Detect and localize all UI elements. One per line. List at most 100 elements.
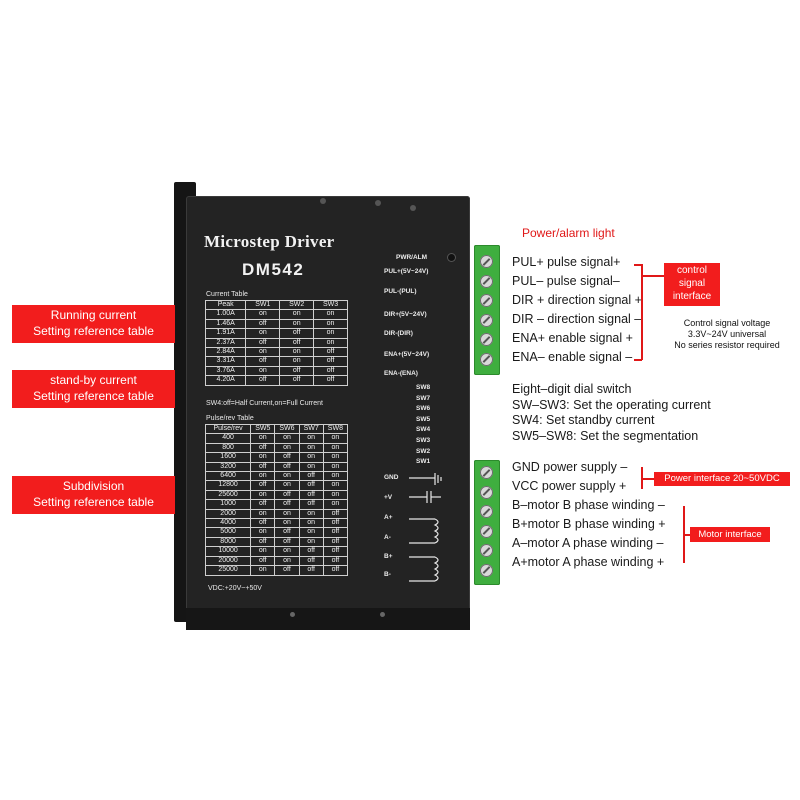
- pulse-table-cell: off: [250, 461, 276, 473]
- terminal-screw: [480, 505, 493, 518]
- motor-annotation: A+motor A phase winding +: [512, 555, 665, 569]
- current-table-cell: off: [313, 347, 348, 358]
- signal-terminal-label: ENA-(ENA): [384, 370, 418, 377]
- device-model: DM542: [242, 260, 305, 279]
- pulse-table-cell: off: [322, 536, 349, 548]
- pulse-table-cell: on: [322, 499, 349, 510]
- current-table-header: SW2: [279, 299, 315, 311]
- pulse-table-cell: on: [250, 546, 276, 557]
- current-table-cell: 3.31A: [204, 356, 247, 367]
- motor-interface-tag: Motor interface: [690, 527, 770, 542]
- screw-hole: [290, 612, 295, 617]
- current-table-header: Peak: [204, 299, 247, 311]
- current-table-cell: off: [245, 318, 281, 330]
- pwr-alm-led: [448, 254, 455, 261]
- terminal-screw: [480, 352, 493, 366]
- pulse-table-cell: off: [298, 471, 324, 482]
- pulse-table-cell: off: [274, 452, 300, 463]
- signal-terminal-label: DIR-(DIR): [384, 330, 413, 337]
- pulse-table-header: SW6: [274, 423, 300, 435]
- control-tag-line2: signal: [678, 278, 706, 289]
- current-table-cell: on: [313, 337, 348, 349]
- terminal-screw: [480, 294, 493, 307]
- current-table-cell: on: [245, 365, 281, 377]
- current-table-cell: 1.00A: [204, 309, 247, 320]
- current-table-cell: off: [279, 375, 315, 386]
- signal-terminal-label: ENA+(5V~24V): [384, 351, 430, 358]
- current-table-cell: off: [245, 356, 281, 367]
- pulse-table-header: SW7: [298, 423, 324, 435]
- dip-switch-label: SW5: [416, 415, 431, 423]
- current-table-cell: off: [279, 337, 315, 349]
- signal-terminal-label: PUL+(5V~24V): [384, 268, 429, 275]
- pulse-table-cell: 8000: [204, 536, 252, 548]
- current-table-cell: on: [279, 318, 315, 330]
- screw-hole: [410, 205, 416, 211]
- current-table-cell: 1.46A: [204, 318, 247, 330]
- pulse-table-header: Pulse/rev: [204, 423, 252, 435]
- pulse-table-header: SW5: [250, 423, 276, 435]
- voltage-note: Control signal voltage 3.3V~24V universa…: [662, 318, 792, 351]
- pulse-table-cell: off: [298, 565, 324, 576]
- pulse-table-cell: on: [250, 565, 276, 576]
- current-table-cell: on: [245, 328, 281, 339]
- pulse-table-cell: 1000: [204, 499, 252, 510]
- signal-annotation: DIR + direction signal +: [512, 293, 642, 307]
- current-table-header: SW1: [245, 299, 281, 311]
- dial-switch-annotation: SW–SW3: Set the operating current: [512, 397, 711, 412]
- pulse-table-cell: off: [322, 555, 349, 567]
- power-terminal-label: A+: [384, 514, 393, 521]
- pulse-table-cell: 1600: [204, 452, 252, 463]
- pulse-table-cell: 25000: [204, 565, 252, 576]
- dip-switch-label: SW6: [416, 405, 431, 413]
- subdivision-line1: Subdivision: [62, 479, 125, 493]
- dip-switch-label: SW2: [416, 447, 431, 455]
- wiring-symbols: [409, 473, 442, 582]
- current-table-cell: on: [313, 328, 348, 339]
- pulse-table-cell: off: [250, 555, 276, 567]
- sw4-note: SW4:off=Half Current,on=Full Current: [206, 400, 323, 407]
- device-title: Microstep Driver: [204, 232, 335, 251]
- pulse-table-cell: on: [274, 433, 300, 444]
- current-table-cell: off: [279, 328, 315, 339]
- gnd-annotation: GND power supply –: [512, 460, 628, 474]
- standby-current-line2: Setting reference table: [33, 389, 154, 403]
- pulse-table-cell: off: [274, 499, 300, 510]
- pulse-table-cell: off: [250, 442, 276, 454]
- current-table-cell: off: [245, 375, 281, 386]
- pulse-table-cell: off: [250, 480, 276, 491]
- pulse-table-cell: on: [298, 442, 324, 454]
- dial-switch-annotation: Eight–digit dial switch: [512, 382, 632, 396]
- pulse-table-cell: on: [274, 518, 300, 529]
- current-table-title: Current Table: [206, 291, 248, 298]
- pulse-table-cell: off: [250, 499, 276, 510]
- pulse-table-cell: on: [322, 471, 349, 482]
- pwr-alm-label: PWR/ALM: [396, 254, 428, 261]
- subdivision-line2: Setting reference table: [33, 495, 154, 509]
- pulse-table-cell: off: [250, 518, 276, 529]
- pulse-table-cell: 12800: [204, 480, 252, 491]
- pulse-table-cell: 4000: [204, 518, 252, 529]
- pulse-table-cell: on: [322, 433, 349, 444]
- control-bracket-tick: [634, 264, 642, 266]
- pulse-table-cell: on: [298, 508, 324, 520]
- pulse-table-cell: on: [298, 433, 324, 444]
- pulse-table-cell: off: [322, 518, 349, 529]
- pulse-table-cell: off: [322, 508, 349, 520]
- control-tag-line1: control: [676, 265, 707, 276]
- pulse-table-cell: off: [274, 527, 300, 538]
- vcc-annotation: VCC power supply +: [512, 479, 627, 493]
- power-connector-line: [642, 478, 654, 480]
- signal-annotation: DIR – direction signal –: [512, 312, 642, 326]
- pulse-table-cell: on: [322, 461, 349, 473]
- running-current-line2: Setting reference table: [33, 324, 154, 338]
